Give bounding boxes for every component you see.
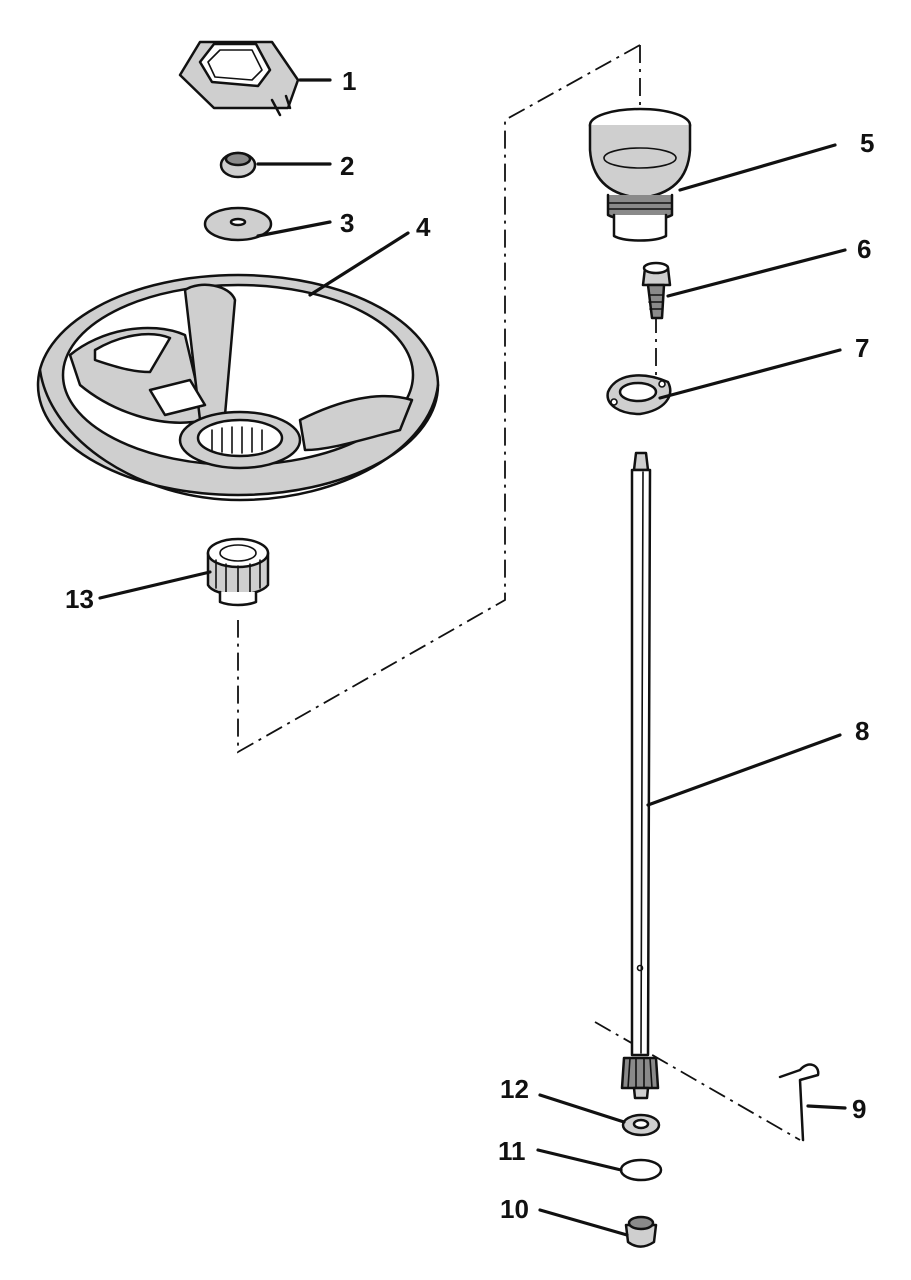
- part-5-column-cover: [588, 107, 692, 242]
- part-2-nut: [219, 151, 257, 179]
- callout-8: 8: [855, 716, 869, 746]
- part-9-clip: [778, 1063, 820, 1142]
- callout-10: 10: [500, 1194, 529, 1224]
- leader-lines: [98, 78, 847, 1237]
- callout-5: 5: [860, 128, 874, 158]
- part-10-cap-nut: [624, 1215, 658, 1248]
- part-3-washer: [203, 206, 273, 242]
- part-6-bolt: [641, 261, 672, 320]
- callout-9: 9: [852, 1094, 866, 1124]
- callout-1: 1: [342, 66, 356, 96]
- part-4-steering-wheel: [36, 273, 440, 502]
- callout-4: 4: [416, 212, 431, 242]
- callout-2: 2: [340, 151, 354, 181]
- part-8-steering-shaft: [620, 451, 660, 1100]
- part-12-washer: [621, 1113, 661, 1137]
- callout-3: 3: [340, 208, 354, 238]
- callout-6: 6: [857, 234, 871, 264]
- callout-13: 13: [65, 584, 94, 614]
- part-13-hub-adapter: [206, 537, 270, 607]
- alignment-lines: [237, 44, 801, 1141]
- callout-12: 12: [500, 1074, 529, 1104]
- part-7-flange-bearing: [606, 374, 672, 416]
- callout-labels: 1 2 3 4 5 6 7 8 9 10 11 12 13: [65, 66, 874, 1224]
- part-11-retaining-ring: [619, 1158, 663, 1182]
- callout-7: 7: [855, 333, 869, 363]
- callout-11: 11: [498, 1136, 526, 1166]
- part-1-horn-cap: [178, 40, 300, 117]
